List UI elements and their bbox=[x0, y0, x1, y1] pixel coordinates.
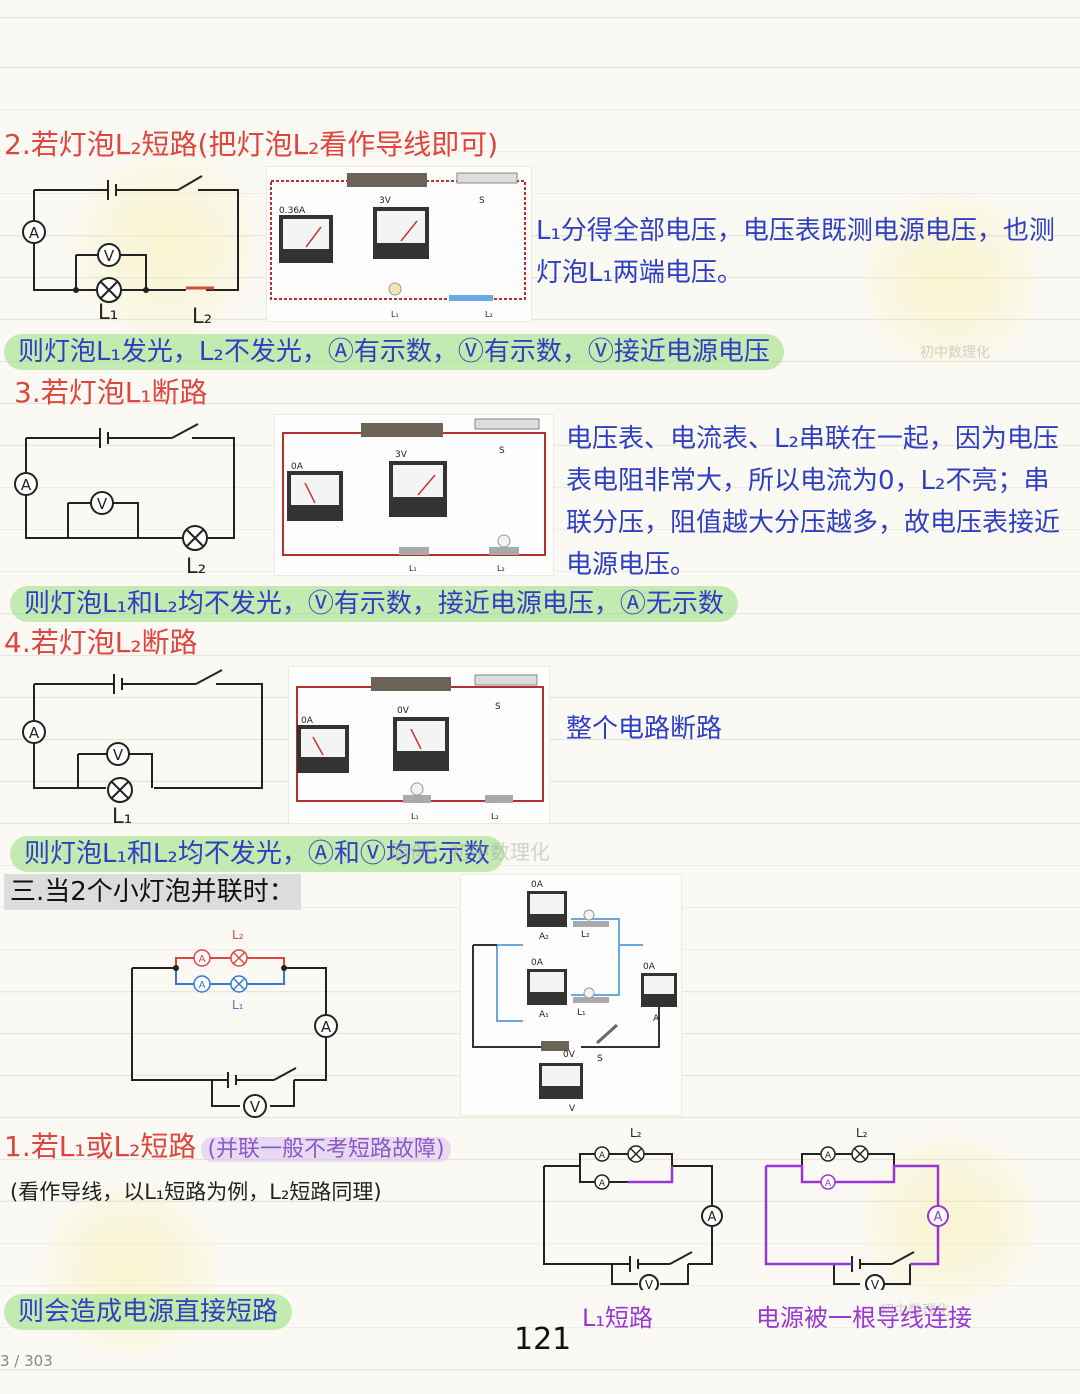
section4-photo-voltmeter-reading: 0V bbox=[397, 706, 410, 716]
section2-photo-voltmeter-reading: 3V bbox=[379, 196, 392, 206]
short-right-label-l2: L₂ bbox=[856, 1126, 868, 1140]
parallel-label-l2: L₂ bbox=[232, 928, 244, 942]
watermark-text: 初中数理化 bbox=[880, 1303, 950, 1319]
svg-text:V: V bbox=[250, 1098, 261, 1116]
svg-text:A: A bbox=[29, 224, 40, 242]
svg-text:A: A bbox=[199, 954, 206, 965]
photo-l1-label: L₁ bbox=[577, 1008, 586, 1018]
page-counter: 3 / 303 bbox=[0, 1352, 53, 1370]
section3-circuit-photo: S 0A 3V L₁ L₂ bbox=[274, 414, 554, 576]
svg-text:A: A bbox=[199, 980, 206, 991]
section3-conclusion: 则灯泡L₁和L₂均不发光，Ⓥ有示数，接近电源电压，Ⓐ无示数 bbox=[10, 586, 738, 622]
photo-l2-label: L₂ bbox=[581, 930, 590, 940]
svg-text:A: A bbox=[599, 1151, 606, 1161]
watermark-mascot bbox=[70, 150, 260, 340]
watermark-text: 初中数理化 bbox=[920, 345, 990, 361]
section4-circuit-diagram: A V bbox=[22, 669, 263, 803]
svg-text:A: A bbox=[708, 1210, 717, 1225]
parallel-heading: 三.当2个小灯泡并联时： bbox=[4, 874, 301, 910]
svg-text:A: A bbox=[321, 1018, 332, 1036]
svg-text:A: A bbox=[599, 1179, 606, 1189]
parallel-short-sub: (看作导线，以L₁短路为例，L₂短路同理) bbox=[10, 1180, 382, 1204]
watermark-mascot bbox=[860, 1130, 1040, 1310]
section3-photo-ammeter-reading: 0A bbox=[291, 462, 304, 472]
parallel-short-conclusion: 则会造成电源直接短路 bbox=[4, 1294, 293, 1330]
photo-v-label: V bbox=[569, 1104, 576, 1114]
svg-text:A: A bbox=[825, 1151, 832, 1161]
section4-photo-l1: L₁ bbox=[411, 812, 419, 821]
svg-text:A: A bbox=[29, 724, 40, 742]
section4-photo-ammeter-reading: 0A bbox=[301, 716, 314, 726]
photo-a-label: A bbox=[653, 1014, 660, 1024]
parallel-circuit-photo: 0A A₂ L₂ 0A A₁ L₁ 0A A 0V V S bbox=[460, 874, 682, 1116]
section2-photo-l1: L₁ bbox=[391, 310, 399, 319]
section2-heading: 2.若灯泡L₂短路(把灯泡L₂看作导线即可) bbox=[4, 128, 499, 161]
watermark-mascot bbox=[40, 1180, 220, 1360]
svg-text:A: A bbox=[825, 1179, 832, 1189]
section3-photo-l1: L₁ bbox=[409, 564, 417, 573]
section4-conclusion: 则灯泡L₁和L₂均不发光，Ⓐ和Ⓥ均无示数 bbox=[10, 836, 504, 872]
watermark-text: 原创：初中数理化 bbox=[390, 840, 550, 864]
short-circuit-diagram-left: A A A V bbox=[543, 1145, 723, 1290]
section3-photo-l2: L₂ bbox=[497, 564, 505, 573]
photo-a1-label: A₁ bbox=[539, 1010, 549, 1020]
section2-circuit-diagram: A V bbox=[22, 175, 239, 303]
section2-conclusion: 则灯泡L₁发光，L₂不发光，Ⓐ有示数，Ⓥ有示数，Ⓥ接近电源电压 bbox=[4, 334, 784, 370]
short-circuit-diagram-right: A A A V bbox=[764, 1145, 949, 1290]
section4-explanation: 整个电路断路 bbox=[566, 714, 723, 744]
section3-label-l2: L₂ bbox=[186, 554, 207, 578]
photo-a1-reading: 0A bbox=[531, 958, 544, 968]
photo-a2-reading: 0A bbox=[531, 880, 544, 890]
page-number: 121 bbox=[514, 1322, 572, 1357]
svg-text:A: A bbox=[934, 1210, 943, 1225]
section2-label-l2: L₂ bbox=[192, 304, 213, 328]
section2-photo-l2: L₂ bbox=[485, 310, 493, 319]
svg-text:V: V bbox=[97, 495, 108, 513]
section4-label-l1: L₁ bbox=[112, 804, 133, 828]
section4-heading: 4.若灯泡L₂断路 bbox=[4, 626, 198, 659]
svg-text:A: A bbox=[21, 476, 32, 494]
section2-photo-ammeter-reading: 0.36A bbox=[279, 206, 306, 216]
caption-left: L₁短路 bbox=[582, 1304, 653, 1332]
photo-switch-label: S bbox=[597, 1054, 603, 1064]
watermark-mascot bbox=[860, 190, 1040, 370]
photo-a2-label: A₂ bbox=[539, 932, 549, 942]
caption-right: 电源被一根导线连接 bbox=[756, 1304, 972, 1332]
section2-photo-switch-label: S bbox=[479, 196, 485, 206]
parallel-circuit-diagram: A A A V bbox=[131, 949, 338, 1118]
section3-photo-voltmeter-reading: 3V bbox=[395, 450, 408, 460]
parallel-label-l1: L₁ bbox=[232, 998, 244, 1012]
section4-photo-switch-label: S bbox=[495, 702, 501, 712]
photo-a-reading: 0A bbox=[643, 962, 656, 972]
short-left-label-l2: L₂ bbox=[630, 1126, 642, 1140]
svg-text:V: V bbox=[104, 247, 115, 265]
parallel-short-heading: 1.若L₁或L₂短路 (并联一般不考短路故障) bbox=[4, 1130, 451, 1164]
photo-v-reading: 0V bbox=[563, 1050, 576, 1060]
section2-explanation: L₁分得全部电压，电压表既测电源电压，也测灯泡L₁两端电压。 bbox=[536, 216, 1055, 288]
section3-circuit-diagram: A V bbox=[14, 423, 235, 551]
svg-text:V: V bbox=[871, 1278, 880, 1290]
section2-circuit-photo: S 0.36A 3V L₁ L₂ bbox=[266, 166, 532, 322]
section3-photo-switch-label: S bbox=[499, 446, 505, 456]
section3-explanation: 电压表、电流表、L₂串联在一起，因为电压表电阻非常大，所以电流为0，L₂不亮；串… bbox=[566, 424, 1061, 580]
svg-text:V: V bbox=[113, 746, 124, 764]
svg-text:V: V bbox=[645, 1278, 654, 1290]
section4-photo-l2: L₂ bbox=[491, 812, 499, 821]
section3-heading: 3.若灯泡L₁断路 bbox=[14, 376, 208, 409]
section4-circuit-photo: S 0A 0V L₁ L₂ bbox=[288, 666, 550, 824]
section2-label-l1: L₁ bbox=[98, 300, 119, 324]
